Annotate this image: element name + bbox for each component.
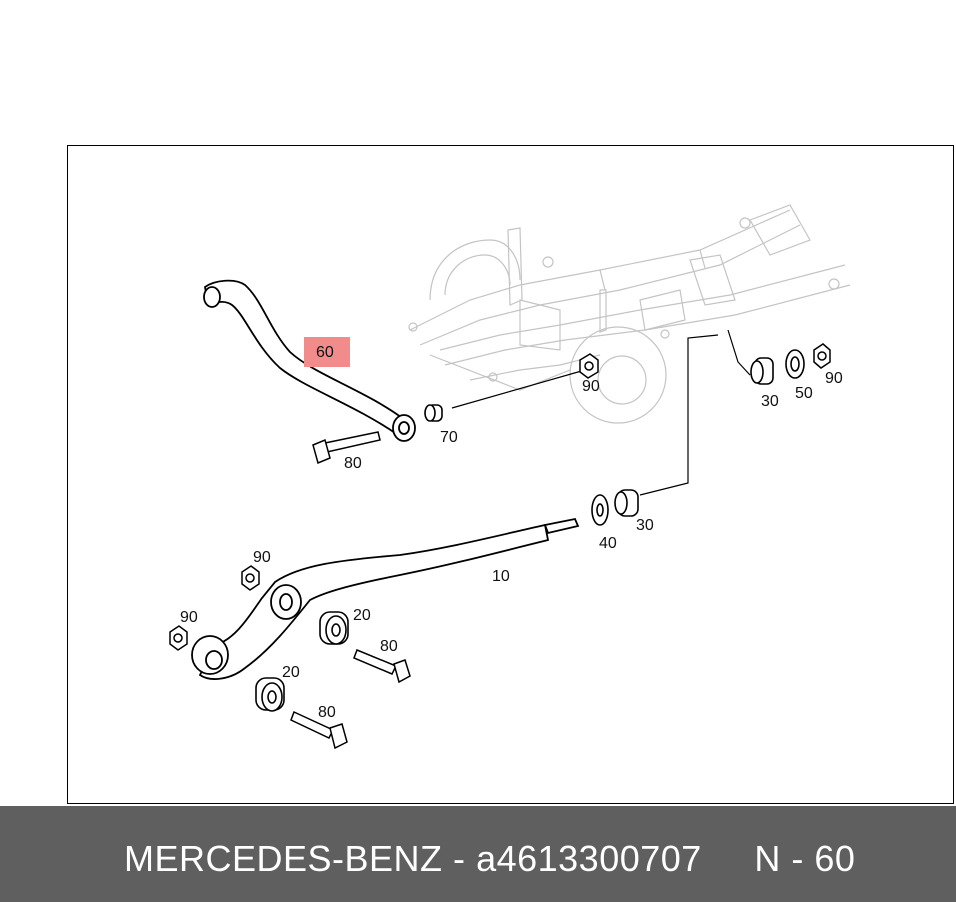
label-30-right[interactable]: 30 [761,393,779,410]
diagram-frame [67,145,954,804]
radius-arm [191,517,580,680]
leader-lines [451,329,751,496]
label-20-top[interactable]: 20 [353,607,371,624]
footer-caption: MERCEDES-BENZ - a4613300707 N - 60 [124,838,855,880]
parts-diagram: 60 70 80 90 30 50 90 40 30 10 90 90 20 8… [169,204,851,750]
nut-90-left-top [241,565,260,591]
nut-90-right [813,343,831,369]
bushing-30-right [750,357,774,385]
label-40[interactable]: 40 [599,535,617,552]
highlight-box [304,337,350,367]
footer-brand: MERCEDES-BENZ [124,838,443,879]
nut-90-left [169,625,188,651]
label-50[interactable]: 50 [795,385,813,402]
label-90-left[interactable]: 90 [180,609,198,626]
bolt-80-top [312,431,381,465]
label-90-left-top[interactable]: 90 [253,549,271,566]
stabilizer-bar [203,279,416,442]
bushing-20-top [319,611,349,645]
footer-part-number: a4613300707 [476,838,702,879]
label-80-mid[interactable]: 80 [380,638,398,655]
footer-separator: - [453,838,466,879]
bushing-20-bottom [255,677,285,712]
washer-50 [785,349,805,379]
footer-bar [0,806,956,902]
label-70[interactable]: 70 [440,429,458,446]
bolt-80-bottom [290,710,348,750]
washer-40 [591,494,609,526]
label-90-right[interactable]: 90 [825,370,843,387]
bolt-80-mid [353,649,411,684]
chassis-frame-drawing [408,204,851,424]
label-80-top[interactable]: 80 [344,455,362,472]
nut-90-mid [579,353,599,379]
footer-item: N - 60 [754,838,856,879]
label-90-top[interactable]: 90 [582,378,600,395]
bushing-30-mid [614,489,639,517]
label-80-bottom[interactable]: 80 [318,704,336,721]
label-60[interactable]: 60 [316,344,334,361]
label-30-mid[interactable]: 30 [636,517,654,534]
label-10[interactable]: 10 [492,568,510,585]
bushing-70 [424,404,443,422]
label-20-bottom[interactable]: 20 [282,664,300,681]
